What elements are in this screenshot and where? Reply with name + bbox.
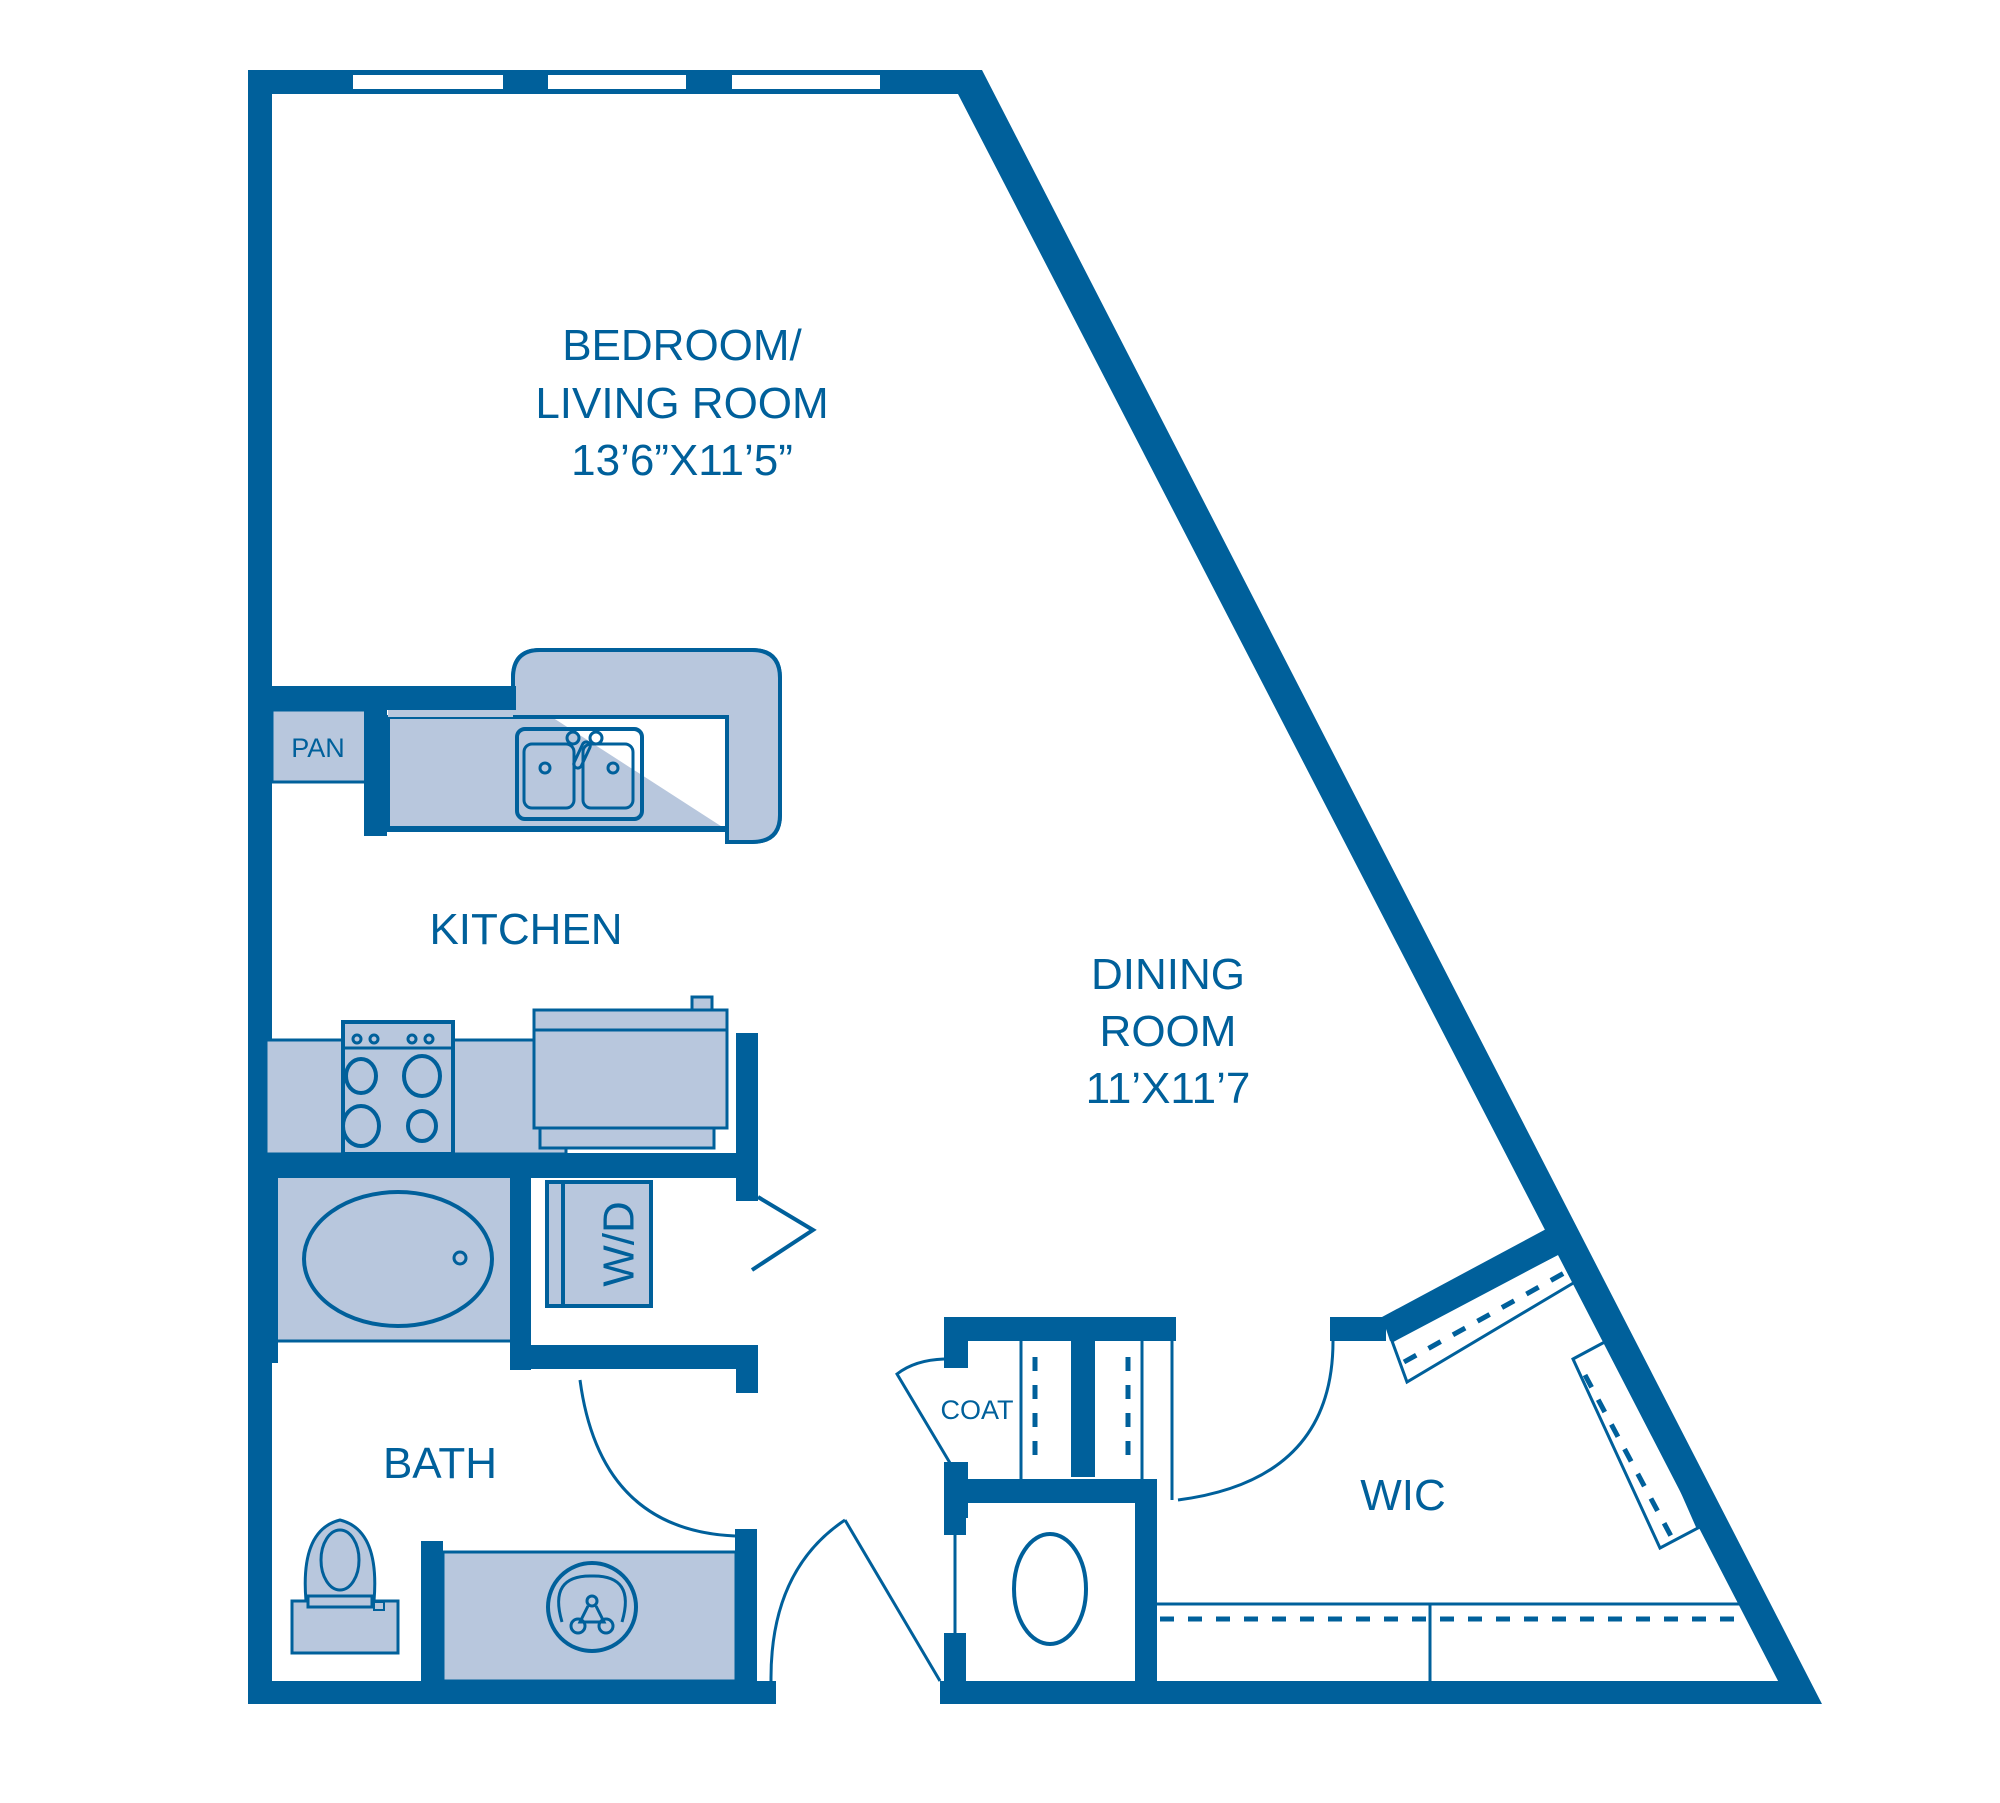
wd-bottom-wall bbox=[510, 1345, 758, 1369]
bathtub bbox=[278, 1178, 510, 1341]
bottom-exterior-wall-right bbox=[940, 1681, 1808, 1704]
window-2 bbox=[546, 73, 688, 91]
window-1 bbox=[351, 73, 505, 91]
wic-top-wall bbox=[1330, 1317, 1386, 1341]
bathroom-sink-icon bbox=[546, 1561, 638, 1653]
wd-closet-door[interactable] bbox=[750, 1195, 817, 1272]
pantry bbox=[270, 708, 368, 784]
bath-label: BATH bbox=[383, 1439, 497, 1488]
coat-top-wall bbox=[944, 1317, 1176, 1341]
coat-left-wall-upper bbox=[944, 1317, 968, 1368]
entry-door[interactable] bbox=[843, 1519, 942, 1682]
windows bbox=[351, 73, 882, 91]
hvac-left-wall-bottom bbox=[944, 1633, 966, 1693]
coat-divider-wall bbox=[1071, 1317, 1095, 1477]
bathroom bbox=[290, 1379, 942, 1704]
coat-bottom-wall bbox=[944, 1479, 1147, 1503]
pantry-label: PAN bbox=[291, 733, 345, 763]
wic-angled-wall bbox=[1382, 1228, 1560, 1341]
left-exterior-wall bbox=[248, 70, 272, 1704]
refrigerator-icon bbox=[532, 995, 729, 1150]
hvac-left-wall-top bbox=[944, 1479, 966, 1535]
room-labels: BEDROOM/ LIVING ROOM 13’6”X11’5” KITCHEN… bbox=[291, 321, 1250, 1488]
hvac-right-wall bbox=[1135, 1479, 1157, 1704]
tub-side-wall bbox=[510, 1178, 531, 1370]
pantry-divider-wall bbox=[364, 686, 387, 836]
bottom-exterior-wall-left bbox=[248, 1681, 776, 1704]
kitchen-label: KITCHEN bbox=[429, 905, 622, 954]
washer-dryer: W/D bbox=[545, 1180, 653, 1308]
window-3 bbox=[730, 73, 882, 91]
wic-shelf-upper bbox=[1390, 1247, 1577, 1385]
kitchen-upper-wall bbox=[272, 686, 516, 710]
dining-dimensions: 11’X11’7 bbox=[1086, 1064, 1251, 1113]
island-outline bbox=[511, 648, 782, 844]
coat-closet-door[interactable] bbox=[895, 1357, 952, 1464]
vanity-right-wall bbox=[735, 1529, 757, 1704]
bathtub-area: W/D bbox=[248, 1178, 817, 1393]
dining-label-line1: DINING bbox=[1091, 950, 1245, 999]
vanity-left-wall bbox=[421, 1541, 443, 1681]
bath-door-swing[interactable] bbox=[578, 1379, 736, 1538]
kitchen-island-area bbox=[270, 648, 782, 844]
wic-shelf-right bbox=[1571, 1334, 1700, 1551]
wic-label: WIC bbox=[1360, 1471, 1446, 1520]
washer-dryer-label: W/D bbox=[595, 1201, 644, 1287]
kitchen-bath-wall bbox=[248, 1153, 758, 1178]
bathroom-vanity bbox=[441, 1550, 738, 1683]
toilet-icon bbox=[290, 1518, 400, 1655]
double-sink-icon bbox=[515, 727, 644, 821]
bathtub-basin-icon bbox=[302, 1190, 494, 1328]
hvac-closet bbox=[944, 1479, 1157, 1704]
coat-label: COAT bbox=[941, 1395, 1014, 1425]
diagonal-exterior-wall bbox=[958, 70, 1822, 1704]
walk-in-closet: WIC bbox=[1157, 1228, 1752, 1681]
entry-door-swing[interactable] bbox=[769, 1518, 846, 1682]
coat-closet: COAT bbox=[895, 1317, 1176, 1518]
stove-icon bbox=[341, 1020, 455, 1156]
bathtub-drain-icon bbox=[452, 1250, 468, 1266]
bedroom-label-line1: BEDROOM/ bbox=[562, 321, 802, 370]
kitchen-appliances bbox=[264, 995, 758, 1201]
wd-right-stub-wall bbox=[736, 1345, 758, 1393]
water-heater-icon bbox=[1012, 1532, 1088, 1646]
dining-label-line2: ROOM bbox=[1100, 1007, 1237, 1056]
wic-door-swing[interactable] bbox=[1177, 1340, 1335, 1502]
bedroom-dimensions: 13’6”X11’5” bbox=[571, 436, 793, 485]
bath-left-wall-thick bbox=[248, 1178, 278, 1363]
bedroom-label-line2: LIVING ROOM bbox=[535, 379, 828, 428]
